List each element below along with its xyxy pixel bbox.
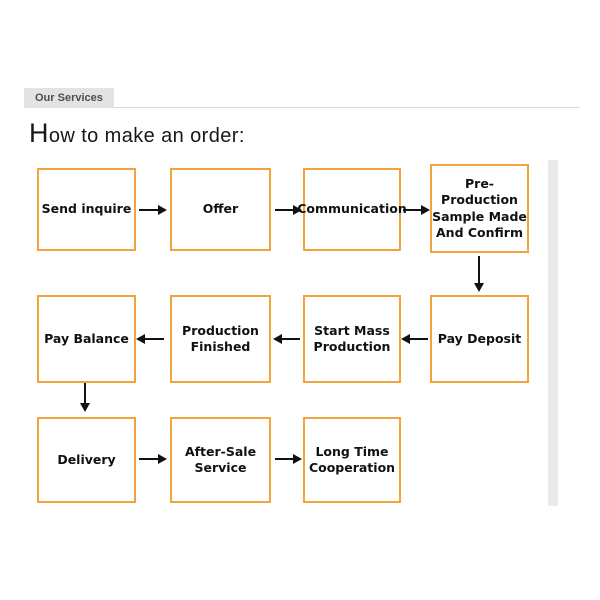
- flow-box-label: Pay Deposit: [437, 330, 522, 346]
- arrow-right-icon: [139, 454, 167, 464]
- page-title: How to make an order:: [29, 118, 245, 148]
- arrow-left-icon: [401, 334, 428, 344]
- arrow-down-icon: [474, 256, 484, 292]
- flow-box-start-mass-production: Start Mass Production: [303, 295, 401, 383]
- flow-box-pay-deposit: Pay Deposit: [430, 295, 529, 383]
- tab-our-services[interactable]: Our Services: [24, 88, 114, 108]
- flow-box-long-time-cooperation: Long Time Cooperation: [303, 417, 401, 503]
- flow-box-communication: Communication: [297, 168, 407, 251]
- arrow-right-icon: [275, 454, 302, 464]
- tab-divider-line: [24, 107, 580, 108]
- flow-box-label: Pre-Production Sample Made And Confirm: [432, 176, 527, 240]
- flow-box-label: Send inquire: [41, 201, 132, 217]
- flow-box-label: Start Mass Production: [313, 322, 391, 354]
- flow-box-label: Communication: [297, 201, 407, 217]
- flow-box-offer: Offer: [170, 168, 271, 251]
- flow-box-label: Production Finished: [182, 322, 259, 354]
- flow-box-label: After-Sale Service: [184, 443, 257, 475]
- flow-box-pay-balance: Pay Balance: [37, 295, 136, 383]
- flow-box-pre-production-sample: Pre-Production Sample Made And Confirm: [430, 164, 529, 253]
- tab-label: Our Services: [35, 92, 103, 104]
- flow-box-send-inquire: Send inquire: [37, 168, 136, 251]
- flow-box-production-finished: Production Finished: [170, 295, 271, 383]
- flow-box-label: Delivery: [57, 451, 116, 467]
- arrow-left-icon: [273, 334, 300, 344]
- arrow-down-icon: [80, 383, 90, 412]
- arrow-right-icon: [139, 205, 167, 215]
- arrow-left-icon: [136, 334, 164, 344]
- flow-box-label: Offer: [202, 201, 239, 217]
- arrow-right-icon: [403, 205, 430, 215]
- arrow-right-icon: [275, 205, 302, 215]
- flow-box-after-sale-service: After-Sale Service: [170, 417, 271, 503]
- flow-box-label: Long Time Cooperation: [308, 443, 396, 475]
- flow-box-label: Pay Balance: [44, 330, 129, 346]
- flow-box-delivery: Delivery: [37, 417, 136, 503]
- vertical-scrollbar[interactable]: [548, 160, 558, 506]
